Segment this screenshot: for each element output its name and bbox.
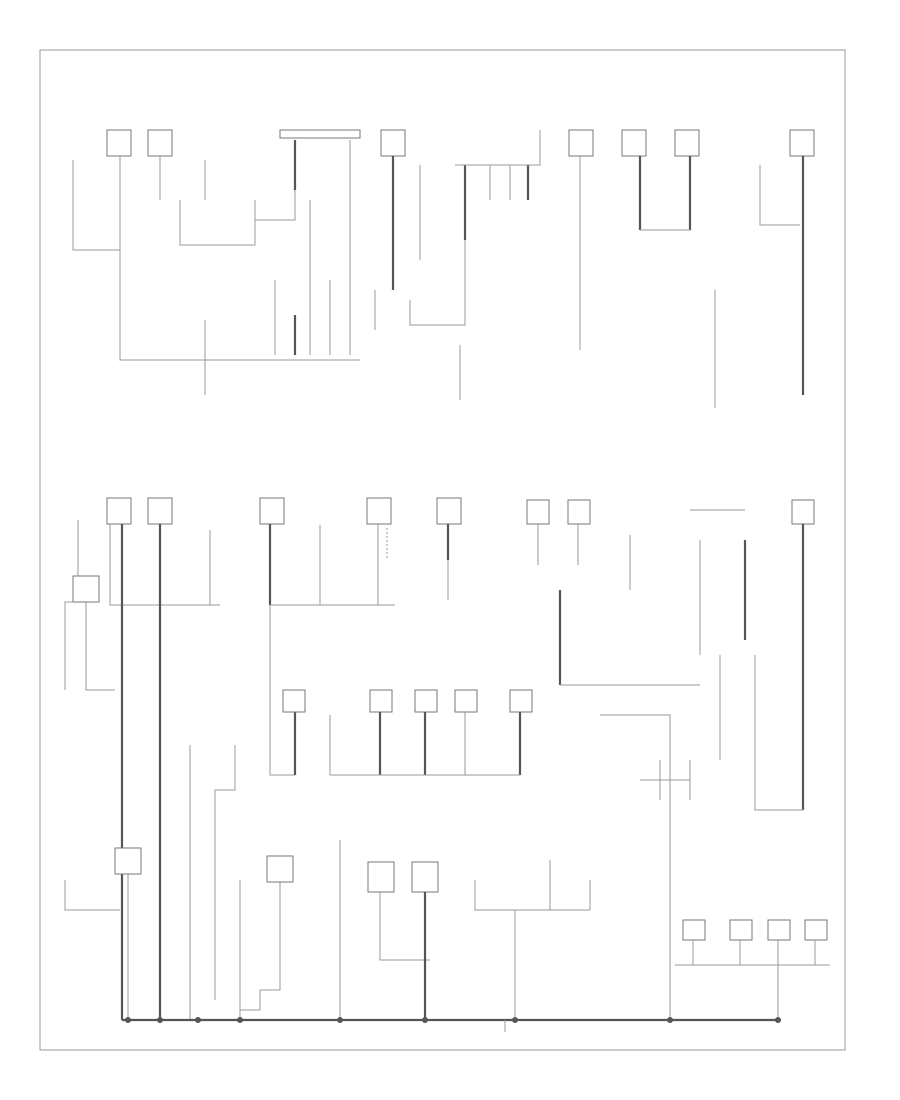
wire [474,880,591,911]
component-box [369,689,393,713]
wire [455,130,541,166]
component-box [411,861,439,893]
component-box [259,497,285,525]
wire [754,655,803,811]
component-box [804,919,828,941]
component-box [729,919,753,941]
splice-dot [195,1017,201,1023]
wire [759,165,800,226]
splice-dot [775,1017,781,1023]
top-section [72,129,815,408]
splice-dot [125,1017,131,1023]
wire [255,190,296,221]
component-box [106,129,132,157]
wire [179,200,256,246]
component-box [567,499,591,525]
component-box [266,855,294,883]
component-box [147,497,173,525]
middle-section [64,497,815,1020]
component-box [367,861,395,893]
diagram-frame [39,49,846,1051]
component-box [366,497,392,525]
component-box [380,129,406,157]
component-box [526,499,550,525]
component-box [767,919,791,941]
wire [240,882,281,1011]
component-box [436,497,462,525]
splice-dot [422,1017,428,1023]
wire [109,524,220,606]
component-box [282,689,306,713]
splice-dot [157,1017,163,1023]
component-box [789,129,815,157]
component-box [568,129,594,157]
component-box [454,689,478,713]
wire [409,240,466,326]
component-box [106,497,132,525]
wire [72,160,120,251]
wire [269,605,295,776]
component-box [509,689,533,713]
component-box [72,575,100,603]
wire [379,892,430,961]
component-box [279,129,361,139]
wire [119,156,205,361]
wire [215,745,236,791]
splice-dot [237,1017,243,1023]
splice-dot [667,1017,673,1023]
splice-dot [337,1017,343,1023]
component-box [414,689,438,713]
bottom-section [64,840,830,1032]
component-box [147,129,173,157]
component-box [682,919,706,941]
wire [64,880,120,911]
wire [600,714,671,1020]
component-box [621,129,647,157]
component-box [791,499,815,525]
component-box [674,129,700,157]
component-box [114,847,142,875]
wire [85,602,115,691]
splice-dot [512,1017,518,1023]
wire [64,601,73,690]
